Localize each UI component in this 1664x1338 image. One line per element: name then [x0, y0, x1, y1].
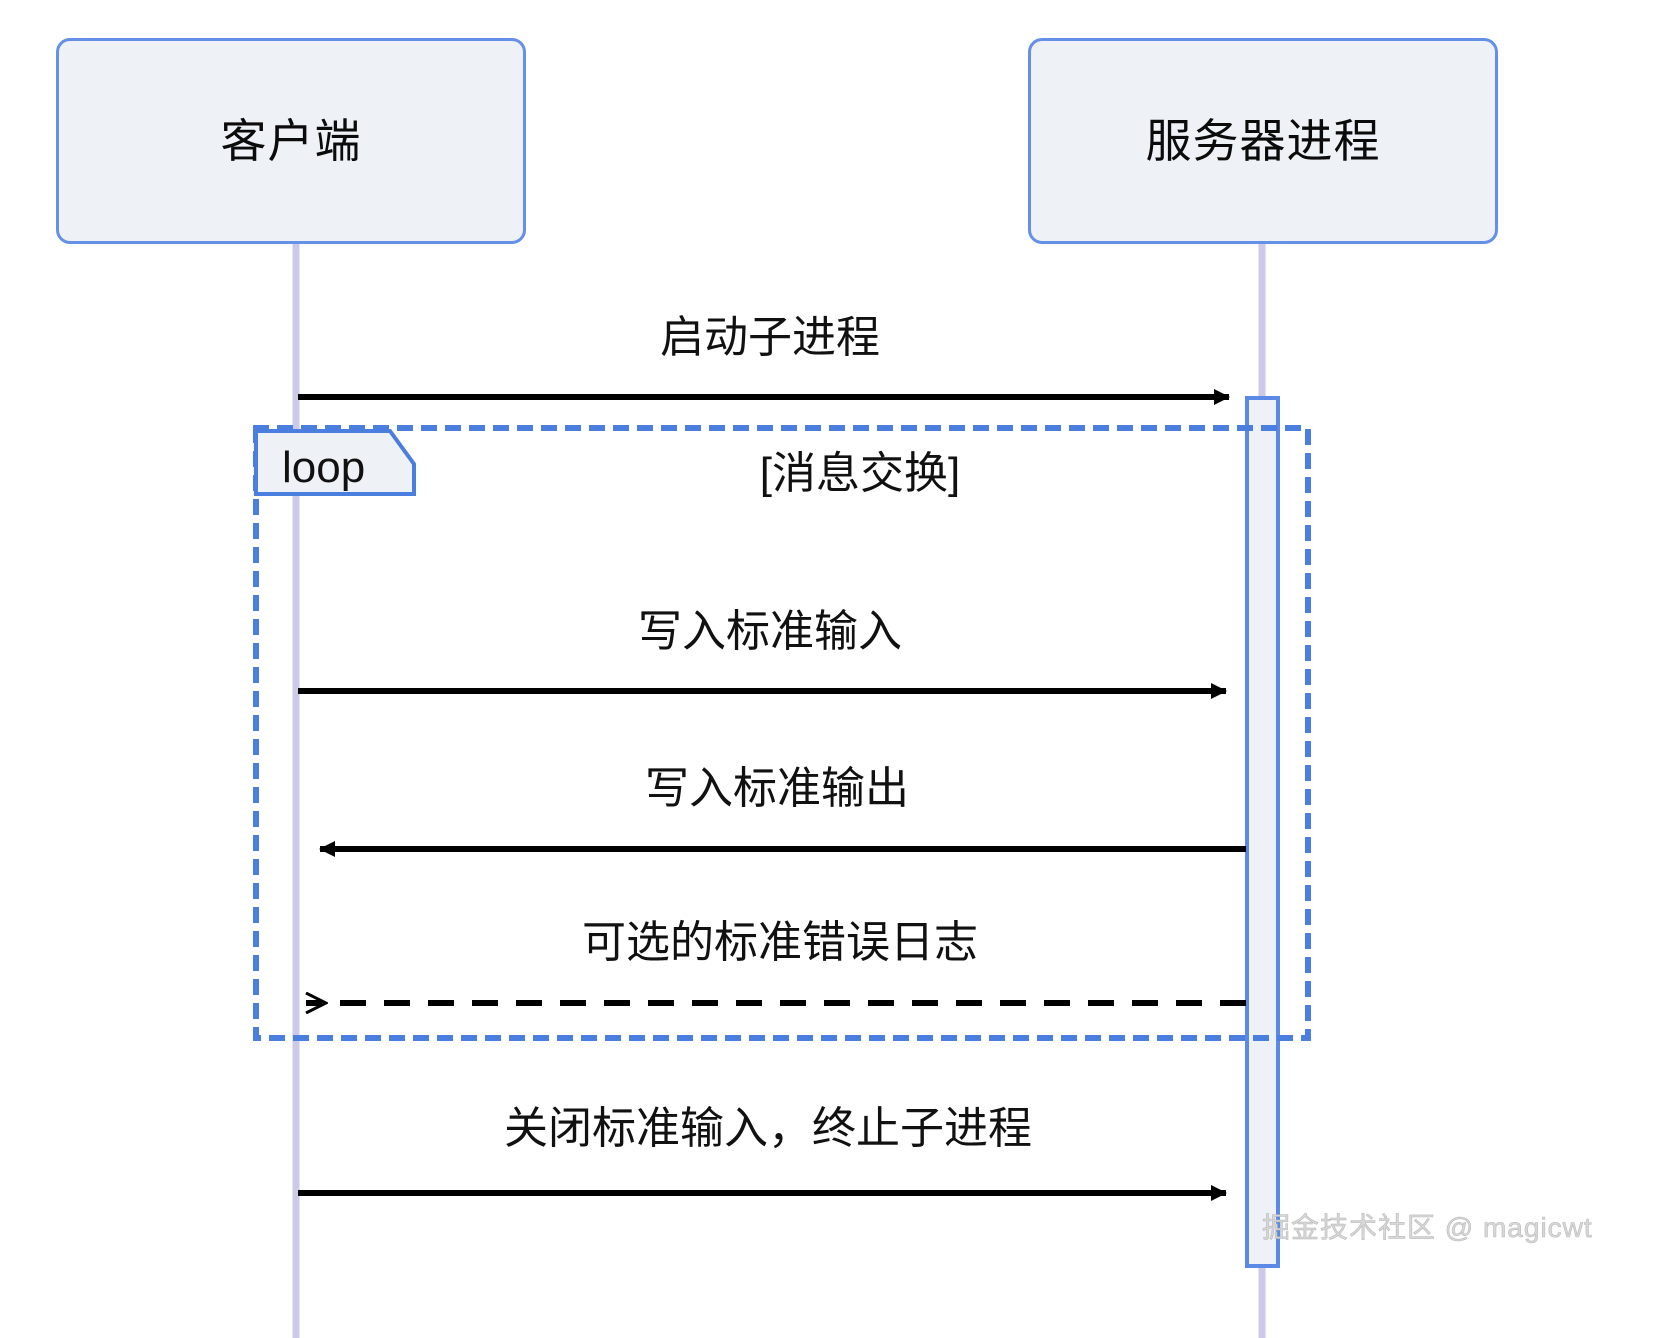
- loop-fragment-tab-label: loop: [282, 443, 366, 492]
- watermark: 掘金技术社区 @ magicwt: [1262, 1212, 1593, 1244]
- participant-box-server[interactable]: 服务器进程: [1028, 38, 1498, 244]
- loop-fragment-tab: [254, 429, 416, 496]
- participant-label-server: 服务器进程: [1145, 115, 1381, 167]
- activation-bar-server: [1245, 396, 1280, 1268]
- message-label-1: 启动子进程: [660, 313, 880, 362]
- message-label-5: 关闭标准输入，终止子进程: [504, 1104, 1032, 1153]
- loop-fragment-box: [253, 425, 1311, 1041]
- loop-fragment-title: [消息交换]: [759, 449, 961, 498]
- message-label-3: 写入标准输出: [645, 764, 909, 813]
- participant-label-client: 客户端: [220, 115, 362, 167]
- message-label-2: 写入标准输入: [638, 607, 902, 656]
- message-label-4: 可选的标准错误日志: [582, 918, 978, 967]
- participant-box-client[interactable]: 客户端: [56, 38, 526, 244]
